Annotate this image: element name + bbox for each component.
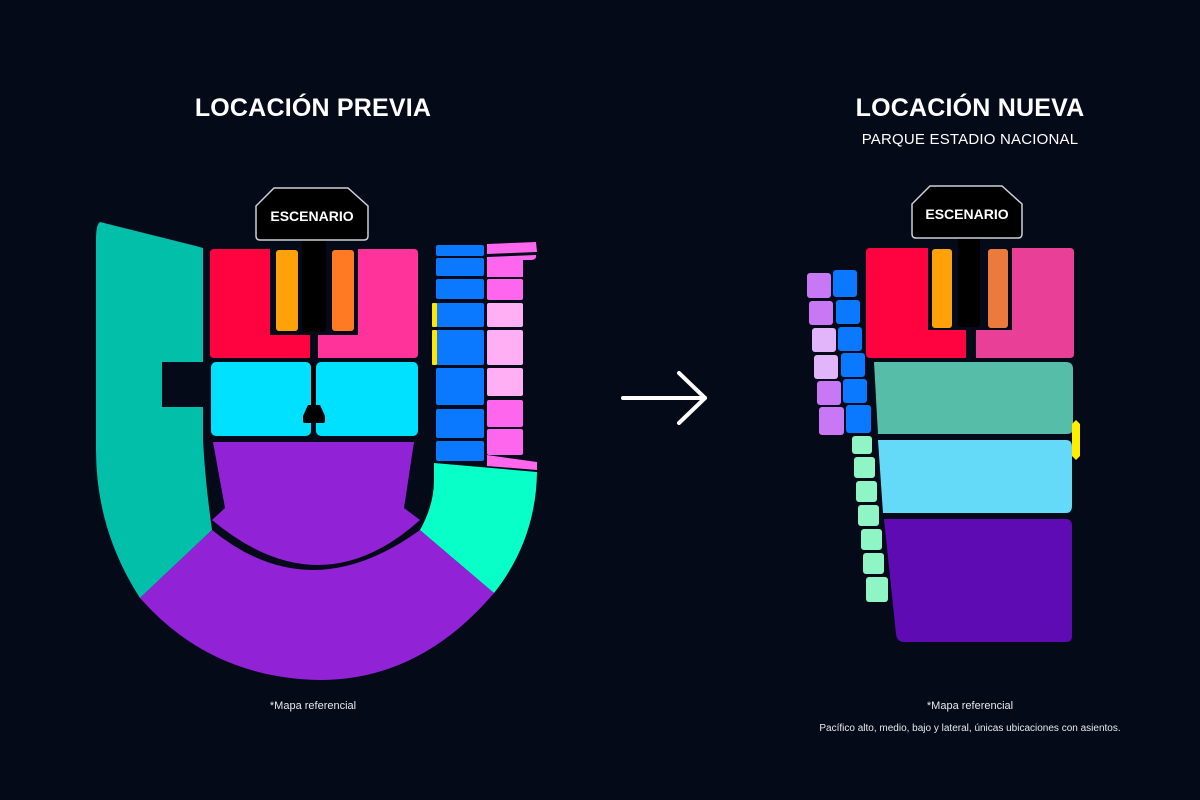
stand-block[interactable] bbox=[843, 379, 867, 403]
blue-stands bbox=[833, 270, 871, 433]
stand-block[interactable] bbox=[436, 368, 484, 405]
new-location-map: ESCENARIO bbox=[807, 185, 1080, 642]
yellow-marker bbox=[432, 330, 437, 365]
stand-block[interactable] bbox=[812, 328, 836, 352]
stand-block[interactable] bbox=[487, 303, 523, 327]
zone-purple-inner[interactable] bbox=[212, 442, 420, 565]
stand-block[interactable] bbox=[861, 529, 882, 550]
stand-block[interactable] bbox=[436, 409, 484, 438]
stand-block[interactable] bbox=[487, 400, 523, 427]
stand-block[interactable] bbox=[841, 353, 865, 377]
secondary-stage bbox=[303, 405, 325, 423]
zone-teal-left[interactable] bbox=[96, 222, 212, 598]
secondary-runway bbox=[311, 362, 316, 410]
stage-runway bbox=[958, 232, 980, 327]
stand-block[interactable] bbox=[863, 553, 884, 574]
stand-block[interactable] bbox=[487, 455, 537, 470]
stand-block[interactable] bbox=[856, 481, 877, 502]
pink-stands bbox=[487, 242, 537, 470]
zone-purple-outer-arc[interactable] bbox=[140, 530, 494, 680]
stand-block[interactable] bbox=[436, 303, 484, 327]
stand-block[interactable] bbox=[487, 429, 523, 455]
zone-new-orange-right[interactable] bbox=[988, 249, 1008, 328]
stand-block[interactable] bbox=[836, 300, 860, 324]
stand-block[interactable] bbox=[487, 279, 523, 300]
zone-new-pink[interactable] bbox=[976, 248, 1074, 358]
blue-stands bbox=[436, 245, 484, 461]
zone-pink[interactable] bbox=[318, 249, 418, 358]
zone-orange-right[interactable] bbox=[332, 250, 354, 331]
stage-runway bbox=[302, 232, 326, 332]
stand-block[interactable] bbox=[436, 441, 484, 461]
zone-new-orange-left[interactable] bbox=[932, 249, 952, 328]
stage-shape bbox=[255, 187, 369, 241]
stand-block[interactable] bbox=[436, 258, 484, 276]
new-location-title: LOCACIÓN NUEVA bbox=[855, 94, 1085, 122]
zone-cyan-right[interactable] bbox=[316, 362, 418, 436]
stand-block[interactable] bbox=[487, 255, 537, 277]
stand-block[interactable] bbox=[487, 368, 523, 396]
stand-block[interactable] bbox=[854, 457, 875, 478]
zone-new-lightblue[interactable] bbox=[878, 440, 1072, 513]
zone-mint-right[interactable] bbox=[420, 463, 537, 593]
zone-new-red[interactable] bbox=[866, 248, 966, 358]
stand-block[interactable] bbox=[817, 381, 841, 405]
previous-map-note: *Mapa referencial bbox=[269, 700, 357, 712]
arrow-right-icon bbox=[621, 371, 707, 425]
zone-new-violet[interactable] bbox=[884, 519, 1072, 642]
stand-block[interactable] bbox=[858, 505, 879, 526]
previous-location-map: ESCENARIO bbox=[96, 187, 537, 680]
stand-block[interactable] bbox=[436, 279, 484, 299]
stand-block[interactable] bbox=[833, 270, 857, 297]
stand-block[interactable] bbox=[436, 330, 484, 365]
stand-block[interactable] bbox=[814, 355, 838, 379]
yellow-marker bbox=[432, 303, 437, 327]
zone-new-teal[interactable] bbox=[874, 362, 1073, 434]
stand-block[interactable] bbox=[436, 245, 484, 256]
stage-label: ESCENARIO bbox=[925, 206, 1008, 222]
new-map-note: *Mapa referencial bbox=[926, 700, 1014, 712]
zone-orange-left[interactable] bbox=[276, 250, 298, 331]
stage-shape bbox=[911, 185, 1023, 239]
stage-label: ESCENARIO bbox=[270, 208, 353, 224]
stand-block[interactable] bbox=[819, 407, 844, 435]
zone-red[interactable] bbox=[210, 249, 310, 358]
purple-stands bbox=[807, 273, 844, 435]
mint-stands bbox=[852, 436, 888, 602]
stand-block[interactable] bbox=[846, 405, 871, 433]
yellow-marker bbox=[1072, 420, 1080, 460]
previous-location-title: LOCACIÓN PREVIA bbox=[194, 94, 432, 122]
zone-cyan-left[interactable] bbox=[211, 362, 311, 436]
stand-block[interactable] bbox=[838, 327, 862, 351]
stand-block[interactable] bbox=[487, 330, 523, 365]
stand-block[interactable] bbox=[807, 273, 831, 298]
stand-block[interactable] bbox=[866, 577, 888, 602]
new-map-seating-footnote: Pacífico alto, medio, bajo y lateral, ún… bbox=[819, 723, 1121, 734]
new-location-subtitle: PARQUE ESTADIO NACIONAL bbox=[861, 131, 1079, 148]
stand-block[interactable] bbox=[809, 301, 833, 325]
stand-block[interactable] bbox=[487, 242, 537, 254]
stand-block[interactable] bbox=[852, 436, 872, 454]
